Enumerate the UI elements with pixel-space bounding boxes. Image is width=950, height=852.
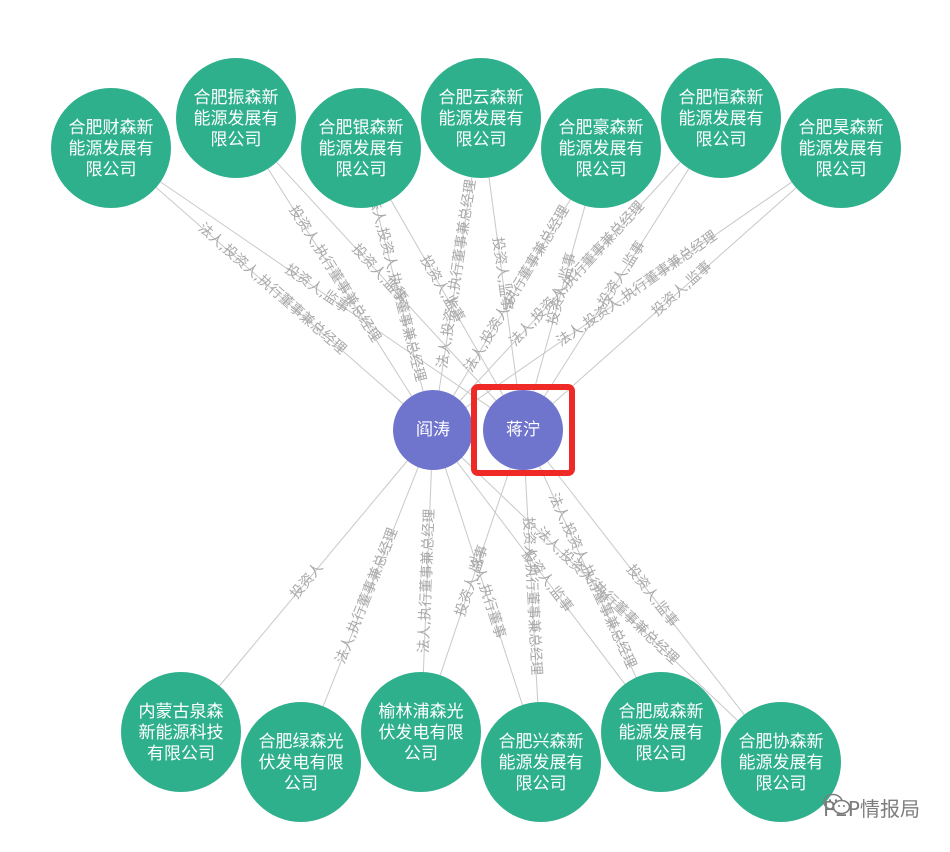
edge-line: [110, 147, 434, 431]
company-name-line: 伏发电有限: [259, 753, 344, 773]
company-name-line: 限公司: [756, 774, 807, 794]
company-name-line: 限公司: [636, 744, 687, 764]
company-circle[interactable]: [361, 672, 481, 792]
edge-line: [432, 429, 782, 763]
company-name-line: 限公司: [211, 130, 262, 150]
company-circle[interactable]: [241, 702, 361, 822]
company-name-line: 合肥威森新: [619, 702, 704, 722]
company-name-line: 能源发展有: [619, 723, 704, 743]
watermark: P2P情报局: [823, 793, 920, 822]
company-name-line: 能源发展有: [439, 109, 524, 129]
person-node-jiangning[interactable]: 蒋泞: [471, 384, 575, 476]
company-circle[interactable]: [51, 88, 171, 208]
company-name-line: 合肥财森新: [69, 118, 154, 138]
edge-line: [522, 147, 842, 431]
company-name-line: 合肥振森新: [194, 88, 279, 108]
company-name-line: 限公司: [576, 160, 627, 180]
company-name-line: 合肥恒森新: [679, 88, 764, 108]
person-name: 阎涛: [416, 420, 450, 440]
company-name-line: 限公司: [86, 160, 137, 180]
company-circle[interactable]: [541, 88, 661, 208]
company-circle[interactable]: [601, 672, 721, 792]
company-name-line: 合肥银森新: [319, 118, 404, 138]
company-name-line: 能源发展有: [499, 753, 584, 773]
company-name-line: 伏发电有限: [379, 723, 464, 743]
company-name-line: 合肥豪森新: [559, 117, 644, 138]
edge-label: 法人,执行董事兼总经理: [416, 509, 438, 654]
company-name-line: 榆林浦森光: [379, 702, 464, 722]
nodes-layer: 合肥财森新能源发展有限公司合肥振森新能源发展有限公司合肥银森新能源发展有限公司合…: [51, 58, 901, 822]
edge-label: 法人,执行董事兼总经理: [333, 526, 401, 666]
company-circle[interactable]: [661, 58, 781, 178]
company-name-line: 能源发展有: [679, 109, 764, 129]
company-name-line: 能源发展有: [559, 139, 644, 159]
edge-line: [110, 147, 524, 431]
edge-line: [432, 429, 662, 733]
company-circle[interactable]: [481, 702, 601, 822]
edge-line: [522, 429, 782, 763]
company-circle[interactable]: [121, 672, 241, 792]
company-name-line: 能源发展有: [739, 753, 824, 773]
company-circle[interactable]: [421, 58, 541, 178]
edge-line: [432, 117, 722, 431]
edge-label: 法人,投资人,执行董事兼总经理: [366, 195, 429, 384]
company-name-line: 限公司: [696, 130, 747, 150]
person-node-yantao[interactable]: 阎涛: [393, 390, 473, 470]
edge-line: [522, 117, 722, 431]
company-name-line: 能源发展有: [194, 109, 279, 129]
edge-line: [235, 117, 434, 431]
edge-label: 投资人: [287, 560, 326, 603]
edge-line: [180, 429, 434, 733]
company-name-line: 合肥云森新: [439, 88, 524, 108]
company-name-line: 公司: [284, 774, 318, 794]
company-name-line: 限公司: [816, 160, 867, 180]
edge-line: [432, 147, 842, 431]
company-name-line: 合肥昊森新: [799, 118, 884, 138]
company-name-line: 公司: [404, 744, 438, 764]
company-circle[interactable]: [781, 88, 901, 208]
person-circle[interactable]: [483, 390, 563, 470]
person-circle[interactable]: [393, 390, 473, 470]
company-name-line: 能源发展有: [69, 139, 154, 159]
company-name-line: 限公司: [456, 130, 507, 150]
highlight-box: [471, 384, 575, 476]
company-name-line: 限公司: [516, 774, 567, 794]
company-name-line: 合肥绿森光: [259, 732, 344, 752]
wechat-icon: [823, 793, 851, 815]
company-circle[interactable]: [301, 88, 421, 208]
company-name-line: 内蒙古泉森: [139, 702, 224, 722]
company-name-line: 有限公司: [147, 744, 215, 764]
company-circle[interactable]: [721, 702, 841, 822]
company-name-line: 合肥协森新: [739, 732, 824, 752]
company-name-line: 能源发展有: [319, 139, 404, 159]
person-name: 蒋泞: [506, 420, 540, 440]
company-name-line: 合肥兴森新: [499, 732, 584, 752]
company-name-line: 限公司: [336, 160, 387, 180]
company-circle[interactable]: [176, 58, 296, 178]
company-name-line: 能源发展有: [799, 139, 884, 159]
edge-line: [235, 117, 524, 431]
company-name-line: 新能源科技: [139, 723, 224, 743]
